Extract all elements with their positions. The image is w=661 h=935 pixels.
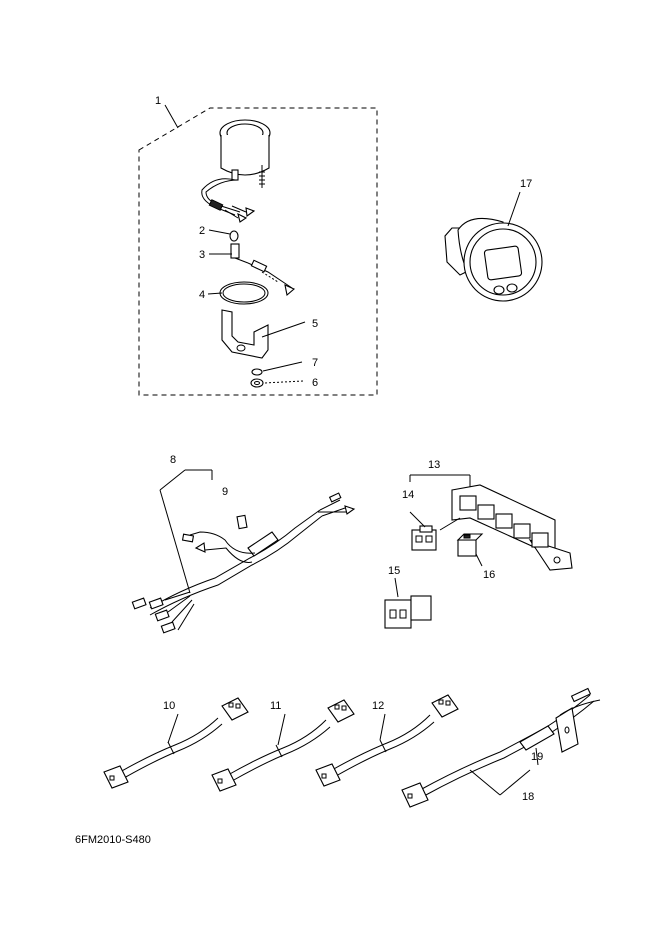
callout-6: 6	[312, 377, 318, 389]
connector-15	[384, 577, 432, 629]
callout-10: 10	[163, 700, 175, 712]
callout-2: 2	[199, 225, 205, 237]
wire-harness	[131, 469, 356, 634]
connector-14	[409, 511, 437, 551]
relay-16	[456, 533, 484, 567]
callout-9: 9	[222, 486, 228, 498]
callout-13: 13	[428, 459, 440, 471]
callout-14: 14	[402, 489, 414, 501]
o-ring	[219, 281, 269, 305]
gauge-kit-group	[138, 104, 378, 396]
washer	[251, 368, 263, 376]
gauge-bracket	[221, 309, 269, 359]
harness-18	[401, 687, 601, 808]
diagram-code: 6FM2010-S480	[75, 834, 151, 846]
fuse-holder	[236, 514, 248, 530]
callout-5: 5	[312, 318, 318, 330]
callout-8: 8	[170, 454, 176, 466]
callout-15: 15	[388, 565, 400, 577]
nut	[250, 378, 264, 388]
callout-7: 7	[312, 357, 318, 369]
callout-labels: 1 2 3 4 5 7 6 17 8 9 13 14 16 15 10 11 1…	[155, 95, 543, 803]
extension-harness-10	[103, 697, 249, 789]
extension-harness-11	[211, 699, 355, 792]
callout-16: 16	[483, 569, 495, 581]
extension-harness-12	[315, 694, 459, 787]
connector-block	[384, 474, 573, 629]
callout-18: 18	[522, 791, 534, 803]
callout-1: 1	[155, 95, 161, 107]
sender-unit	[230, 243, 296, 297]
callout-17: 17	[520, 178, 532, 190]
callout-4: 4	[199, 289, 205, 301]
callout-12: 12	[372, 700, 384, 712]
digital-gauge	[444, 191, 543, 302]
analog-gauge	[201, 119, 271, 223]
callout-11: 11	[270, 700, 281, 712]
callout-3: 3	[199, 249, 205, 261]
callout-19: 19	[531, 751, 543, 763]
